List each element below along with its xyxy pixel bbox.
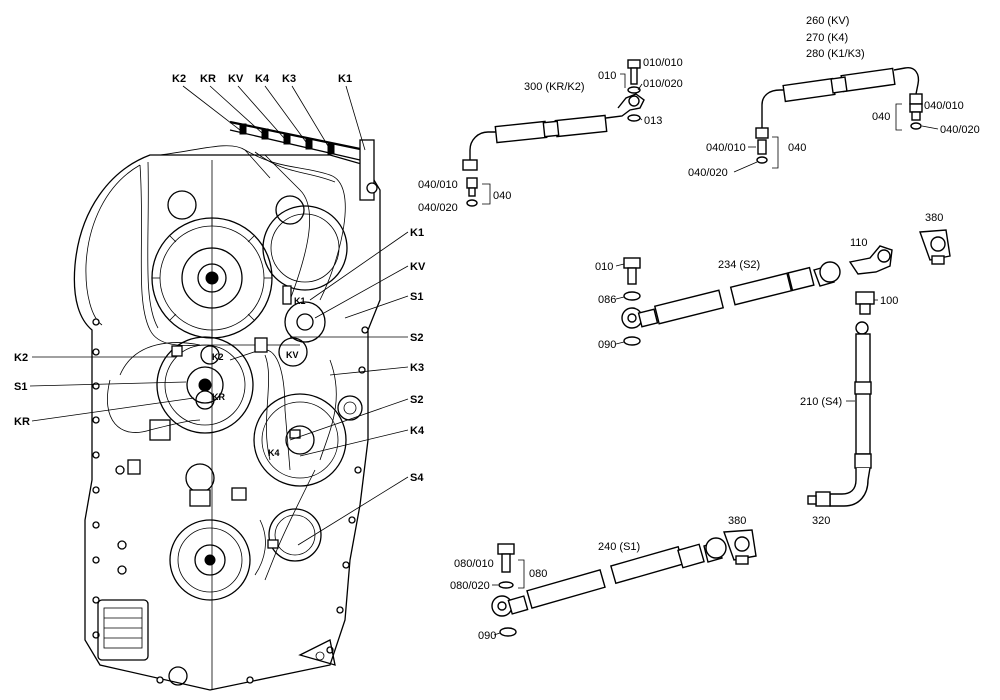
hose-234-assembly	[621, 229, 951, 346]
hose-210-labels: 210 (S4) 320	[800, 396, 855, 527]
housing-labels-top: K2 KR KV K4 K3 K1	[172, 73, 366, 151]
label-010-b: 010	[595, 261, 613, 273]
label-040-b: 040	[788, 142, 806, 154]
label-010-020: 010/020	[643, 78, 683, 90]
label-080: 080	[529, 568, 547, 580]
transmission-housing	[73, 120, 381, 691]
label-240: 240 (S1)	[598, 541, 640, 553]
label-110: 110	[850, 237, 868, 249]
label-040-020-a: 040/020	[418, 202, 458, 214]
hose-300-assembly	[462, 59, 645, 207]
label-k2-left: K2	[14, 352, 28, 364]
label-k4-inner: K4	[268, 448, 280, 458]
label-040-020-b: 040/020	[688, 167, 728, 179]
label-040-a: 040	[493, 190, 511, 202]
label-040-010-a: 040/010	[418, 179, 458, 191]
label-380-a: 380	[925, 212, 943, 224]
label-234: 234 (S2)	[718, 259, 760, 271]
label-k1-right: K1	[410, 227, 424, 239]
label-k3-top: K3	[282, 73, 296, 85]
label-210: 210 (S4)	[800, 396, 842, 408]
label-080-010: 080/010	[454, 558, 494, 570]
label-s2-right-b: S2	[410, 394, 423, 406]
hose-240-assembly	[491, 529, 757, 637]
label-320: 320	[812, 515, 830, 527]
label-090-b: 090	[478, 630, 496, 642]
label-010-010: 010/010	[643, 57, 683, 69]
label-380-b: 380	[728, 515, 746, 527]
label-kv-top: KV	[228, 73, 244, 85]
hose-210-assembly	[807, 321, 872, 507]
label-013: 013	[644, 115, 662, 127]
housing-labels-right: K1 KV S1 S2 K3 S2 K4 S4	[289, 227, 426, 546]
label-kr-top: KR	[200, 73, 216, 85]
hose-234-labels: 010 086 090 234 (S2) 110 380 100	[595, 212, 943, 351]
label-k2-inner: K2	[212, 352, 224, 362]
label-kr-left: KR	[14, 416, 30, 428]
label-040-c: 040	[872, 111, 890, 123]
label-k4-right: K4	[410, 425, 425, 437]
label-k4-top: K4	[255, 73, 270, 85]
label-100: 100	[880, 295, 898, 307]
label-040-010-b: 040/010	[706, 142, 746, 154]
label-k1-top: K1	[338, 73, 352, 85]
hose-300-labels: 300 (KR/K2) 010 010/010 010/020 013 040/…	[418, 57, 683, 214]
label-040-020-c: 040/020	[940, 124, 980, 136]
label-300: 300 (KR/K2)	[524, 81, 585, 93]
label-kr-inner: KR	[212, 392, 225, 402]
label-080-020: 080/020	[450, 580, 490, 592]
label-280: 280 (K1/K3)	[806, 48, 865, 60]
label-010-a: 010	[598, 70, 616, 82]
label-s1-left: S1	[14, 381, 27, 393]
label-kv-right: KV	[410, 261, 426, 273]
label-s2-right: S2	[410, 332, 423, 344]
label-k2-top: K2	[172, 73, 186, 85]
label-260: 260 (KV)	[806, 15, 849, 27]
label-090-a: 090	[598, 339, 616, 351]
label-040-010-c: 040/010	[924, 100, 964, 112]
label-k3-right: K3	[410, 362, 424, 374]
label-kv-inner: KV	[286, 350, 299, 360]
label-270: 270 (K4)	[806, 32, 848, 44]
hose-240-labels: 240 (S1) 080/010 080/020 080 090 380	[450, 515, 746, 642]
housing-labels-inner: K1 KV K2 KR K4	[212, 296, 306, 458]
label-086: 086	[598, 294, 616, 306]
housing-labels-left: K2 S1 KR	[14, 352, 195, 428]
label-k1-inner: K1	[294, 296, 306, 306]
hose-260-assembly	[755, 67, 923, 164]
label-s4-right: S4	[410, 472, 424, 484]
label-s1-right: S1	[410, 291, 423, 303]
hose-260-labels: 260 (KV) 270 (K4) 280 (K1/K3) 040/010 04…	[688, 15, 980, 179]
